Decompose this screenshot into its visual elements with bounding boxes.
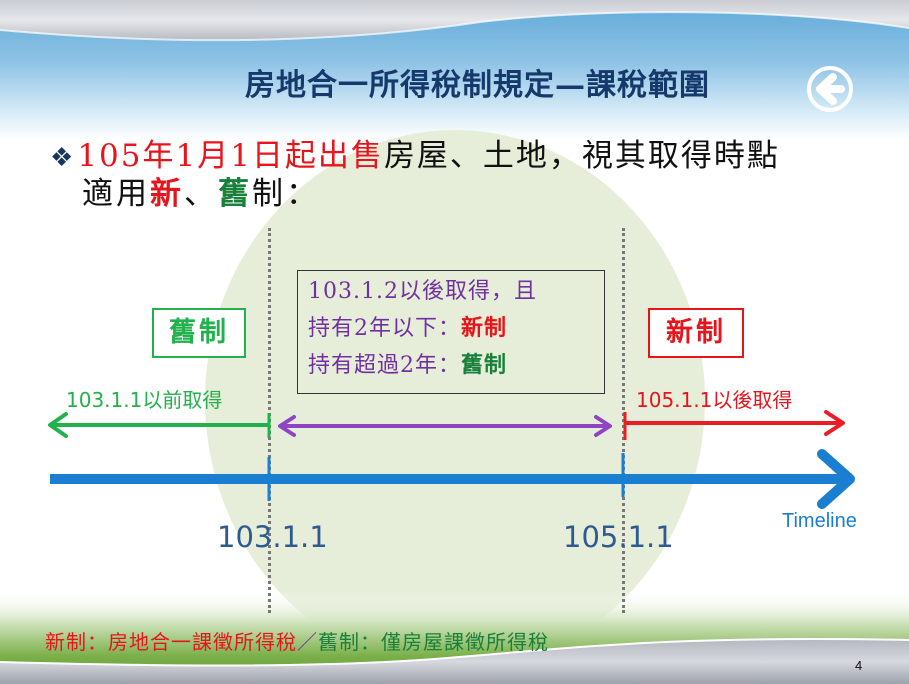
page-number: 4 [855, 658, 863, 673]
line2-separator: 、 [184, 176, 218, 212]
middle-line-2-value: 新制 [461, 315, 508, 341]
footer-separator: ／ [297, 630, 318, 654]
footer-new-system: 新制：房地合一課徵所得稅 [45, 630, 297, 654]
timeline-label: Timeline [782, 510, 857, 532]
timeline-axis [50, 449, 855, 509]
highlight-date-text: 105年1月1日起出售 [77, 138, 384, 174]
header-silver-wave [0, 0, 909, 42]
before-103-label: 103.1.1以前取得 [66, 388, 223, 412]
date-103-1-1: 103.1.1 [217, 520, 328, 554]
back-button[interactable] [805, 64, 855, 114]
bullet-line-1: ❖105年1月1日起出售房屋、土地，視其取得時點 [50, 137, 780, 177]
arrow-left-circle-icon [807, 66, 853, 112]
middle-line-1: 103.1.2以後取得，且 [308, 279, 537, 304]
bullet-line-2: 適用新、舊制： [82, 175, 320, 213]
background-circle [205, 130, 705, 670]
bullet-text-rest: 房屋、土地，視其取得時點 [383, 138, 780, 174]
new-system-box: 新制 [648, 308, 744, 358]
middle-line-2: 持有2年以下：新制 [308, 310, 594, 347]
footer-old-system: 舊制：僅房屋課徵所得稅 [318, 630, 549, 654]
middle-line-3-value: 舊制 [461, 352, 508, 378]
green-left-arrow [48, 412, 271, 438]
line2-prefix: 適用 [82, 176, 150, 212]
purple-double-arrow [278, 415, 612, 437]
old-system-word: 舊 [218, 176, 252, 212]
footer-note: 新制：房地合一課徵所得稅／舊制：僅房屋課徵所得稅 [45, 626, 549, 655]
date-105-1-1: 105.1.1 [563, 520, 674, 554]
middle-line-3-prefix: 持有超過2年： [308, 353, 461, 378]
footer-grass-background [0, 590, 909, 684]
middle-line-2-prefix: 持有2年以下： [308, 316, 461, 341]
after-105-label: 105.1.1以後取得 [636, 388, 793, 412]
line2-suffix: 制： [252, 176, 320, 212]
transition-period-box: 103.1.2以後取得，且 持有2年以下：新制 持有超過2年：舊制 [297, 270, 605, 394]
bullet-diamond-icon: ❖ [50, 143, 76, 173]
red-right-arrow [623, 410, 845, 440]
slide-title: 房地合一所得稅制規定—課稅範圍 [245, 68, 710, 103]
middle-line-3: 持有超過2年：舊制 [308, 347, 594, 384]
timeline-arrows [48, 410, 855, 509]
old-system-box: 舊制 [152, 308, 246, 358]
new-system-word: 新 [150, 176, 184, 212]
